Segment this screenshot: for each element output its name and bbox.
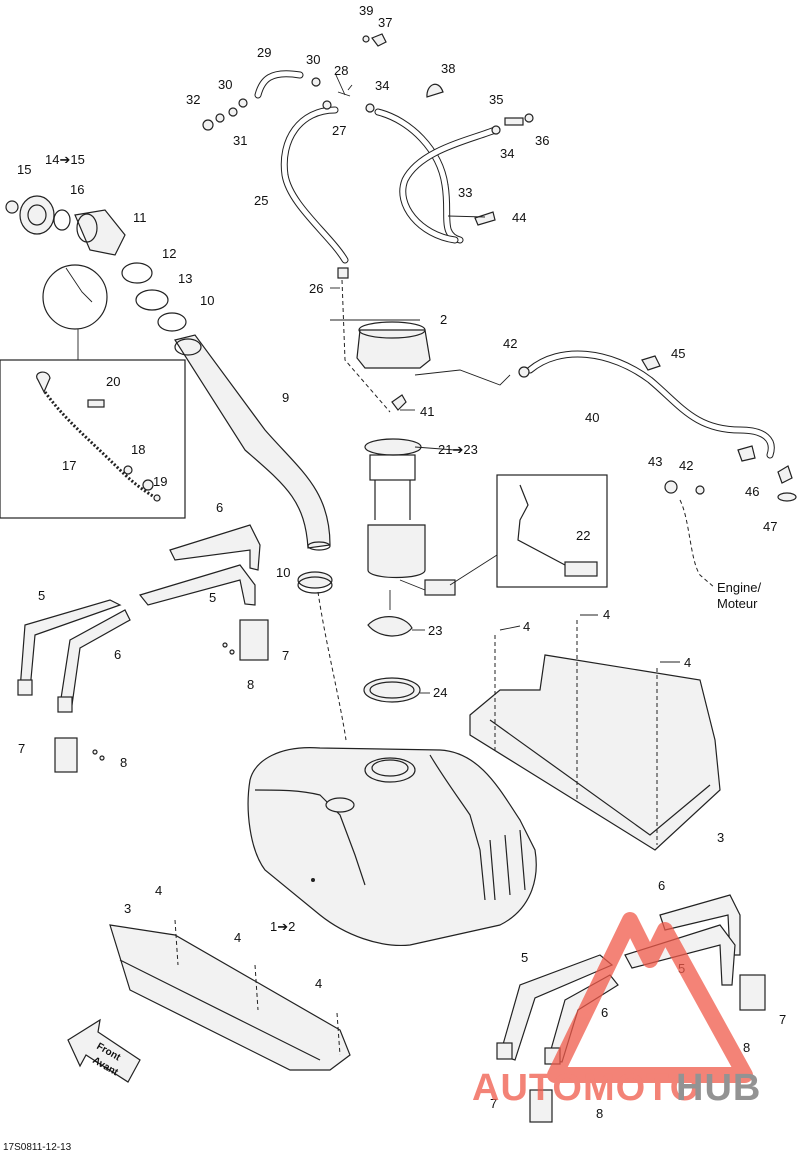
label-12: 12 — [162, 246, 176, 261]
engine-label-line1: Engine/ — [717, 580, 761, 595]
label-4e: 4 — [234, 930, 241, 945]
label-7c: 7 — [779, 1012, 786, 1027]
label-7b: 7 — [18, 741, 25, 756]
tank-straps-left — [17, 524, 269, 773]
label-4d: 4 — [155, 883, 162, 898]
label-25: 25 — [254, 193, 268, 208]
label-5c: 5 — [521, 950, 528, 965]
label-21-23: 21➔23 — [438, 442, 478, 457]
label-31: 31 — [233, 133, 247, 148]
label-1-2: 1➔2 — [270, 919, 295, 934]
label-14-15: 14➔15 — [45, 152, 85, 167]
label-37: 37 — [378, 15, 392, 30]
label-6a: 6 — [216, 500, 223, 515]
label-47: 47 — [763, 519, 777, 534]
label-8b: 8 — [120, 755, 127, 770]
label-45: 45 — [671, 346, 685, 361]
label-17: 17 — [62, 458, 76, 473]
label-30: 30 — [306, 52, 320, 67]
label-20: 20 — [106, 374, 120, 389]
label-35: 35 — [489, 92, 503, 107]
label-40: 40 — [585, 410, 599, 425]
label-11: 11 — [133, 210, 147, 225]
fuel-tank — [247, 747, 537, 947]
label-6b: 6 — [114, 647, 121, 662]
label-3a: 3 — [717, 830, 724, 845]
watermark-logo: AUTOMOTO HUB — [472, 912, 761, 1109]
front-arrow: Front Avant — [67, 1018, 141, 1083]
label-27: 27 — [332, 123, 346, 138]
label-44: 44 — [512, 210, 526, 225]
label-6c: 6 — [658, 878, 665, 893]
label-42b: 42 — [679, 458, 693, 473]
label-8c: 8 — [743, 1040, 750, 1055]
label-28: 28 — [334, 63, 348, 78]
label-42: 42 — [503, 336, 517, 351]
label-33: 33 — [458, 185, 472, 200]
label-5a: 5 — [38, 588, 45, 603]
label-4c: 4 — [684, 655, 691, 670]
label-16: 16 — [70, 182, 84, 197]
label-2: 2 — [440, 312, 447, 327]
label-34b: 34 — [500, 146, 514, 161]
fuel-pump-assembly — [341, 279, 797, 703]
label-4b: 4 — [603, 607, 610, 622]
label-46: 46 — [745, 484, 759, 499]
label-36: 36 — [535, 133, 549, 148]
leader-lines — [330, 215, 680, 694]
filler-neck-assembly — [5, 195, 347, 741]
skid-plates — [109, 620, 721, 1071]
label-8a: 8 — [247, 677, 254, 692]
watermark-text-part2: HUB — [676, 1067, 761, 1109]
engine-label-line2: Moteur — [717, 596, 758, 611]
label-43: 43 — [648, 454, 662, 469]
label-3b: 3 — [124, 901, 131, 916]
label-13: 13 — [178, 271, 192, 286]
label-18: 18 — [131, 442, 145, 457]
label-30b: 30 — [218, 77, 232, 92]
label-6d: 6 — [601, 1005, 608, 1020]
label-22: 22 — [576, 528, 590, 543]
label-15: 15 — [17, 162, 31, 177]
label-23: 23 — [428, 623, 442, 638]
label-4f: 4 — [315, 976, 322, 991]
label-8d: 8 — [596, 1106, 603, 1121]
label-7a: 7 — [282, 648, 289, 663]
label-39: 39 — [359, 3, 373, 18]
label-10: 10 — [200, 293, 214, 308]
watermark-text-part1: AUTOMOTO — [472, 1067, 700, 1109]
label-34: 34 — [375, 78, 389, 93]
vent-hose-assembly — [202, 33, 534, 279]
label-7d: 7 — [490, 1096, 497, 1111]
part-labels: 39 37 29 30 28 38 30 34 32 35 31 27 34 3… — [17, 3, 786, 1121]
label-5b: 5 — [209, 590, 216, 605]
label-41: 41 — [420, 404, 434, 419]
label-32: 32 — [186, 92, 200, 107]
diagram-code: 17S0811-12-13 — [3, 1142, 72, 1153]
label-26: 26 — [309, 281, 323, 296]
label-9: 9 — [282, 390, 289, 405]
label-24: 24 — [433, 685, 447, 700]
label-38: 38 — [441, 61, 455, 76]
label-10b: 10 — [276, 565, 290, 580]
label-4a: 4 — [523, 619, 530, 634]
label-19: 19 — [153, 474, 167, 489]
label-29: 29 — [257, 45, 271, 60]
lanyard-inset — [0, 264, 186, 519]
